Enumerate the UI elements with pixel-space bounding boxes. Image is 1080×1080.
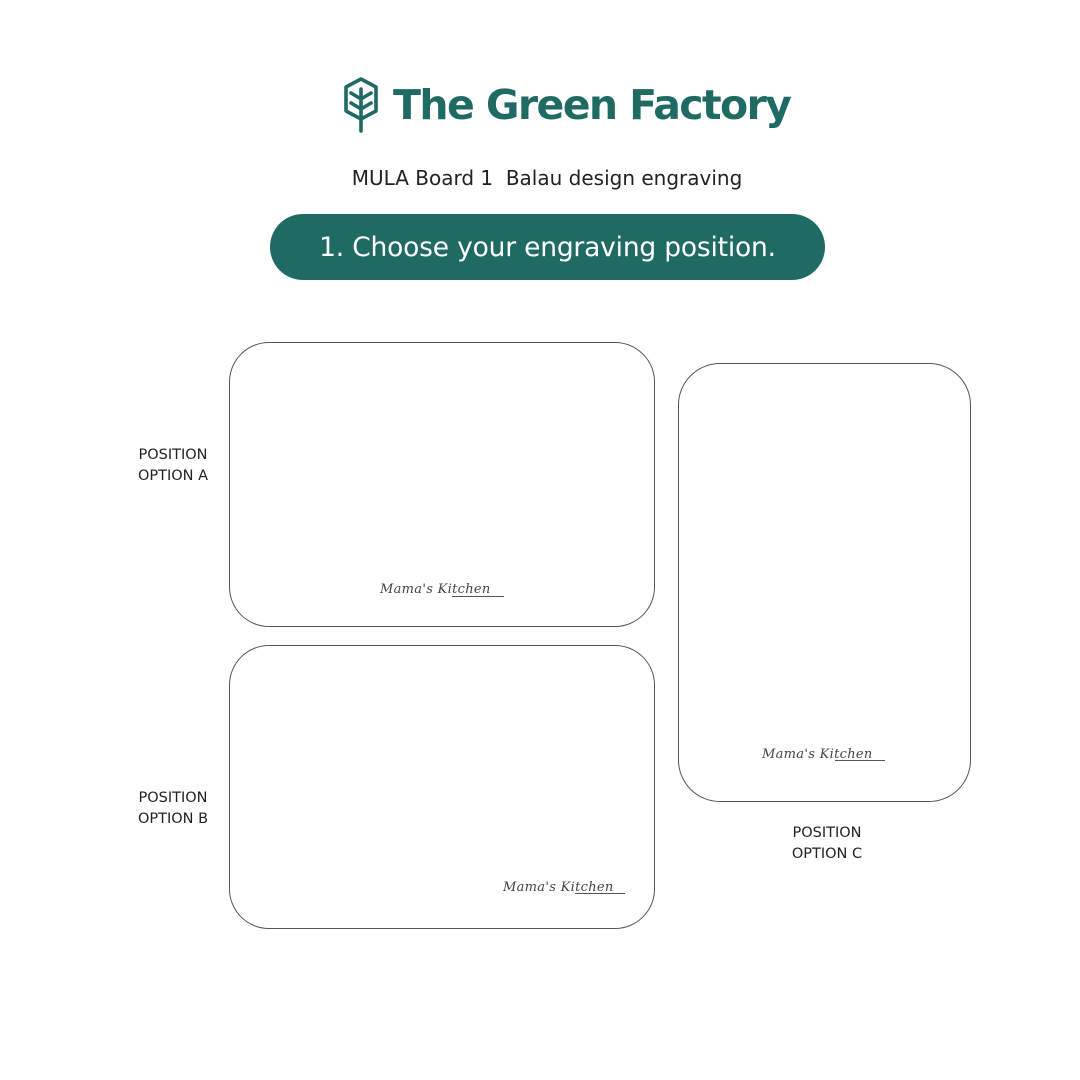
position-label-a-line2: OPTION A <box>137 468 209 484</box>
board-option-c[interactable]: Mama's Kitchen <box>678 363 971 802</box>
position-label-c-line1: POSITION <box>792 825 862 841</box>
position-label-c: POSITION OPTION C <box>772 823 882 865</box>
brand-name: The Green Factory <box>393 81 792 129</box>
board-option-a[interactable]: Mama's Kitchen <box>229 342 655 627</box>
board-option-b[interactable]: Mama's Kitchen <box>229 645 655 929</box>
position-label-b-line1: POSITION <box>138 790 208 806</box>
engraving-text-b: Mama's Kitchen <box>503 880 614 895</box>
position-label-b-line2: OPTION B <box>137 811 209 827</box>
tree-icon <box>344 77 378 133</box>
product-subtitle: MULA Board 1 Balau design engraving <box>351 166 743 190</box>
engraving-swash-c <box>835 760 885 761</box>
position-label-c-line2: OPTION C <box>791 846 863 862</box>
engraving-swash-b <box>575 893 625 894</box>
engraving-text-c: Mama's Kitchen <box>762 747 873 762</box>
position-label-a: POSITION OPTION A <box>118 445 228 487</box>
position-label-b: POSITION OPTION B <box>118 788 228 830</box>
engraving-text-a: Mama's Kitchen <box>380 582 491 597</box>
engraving-swash-a <box>452 596 504 597</box>
position-label-a-line1: POSITION <box>138 447 208 463</box>
brand-logo: The Green Factory <box>343 76 792 134</box>
step-heading: 1. Choose your engraving position. <box>270 214 825 280</box>
